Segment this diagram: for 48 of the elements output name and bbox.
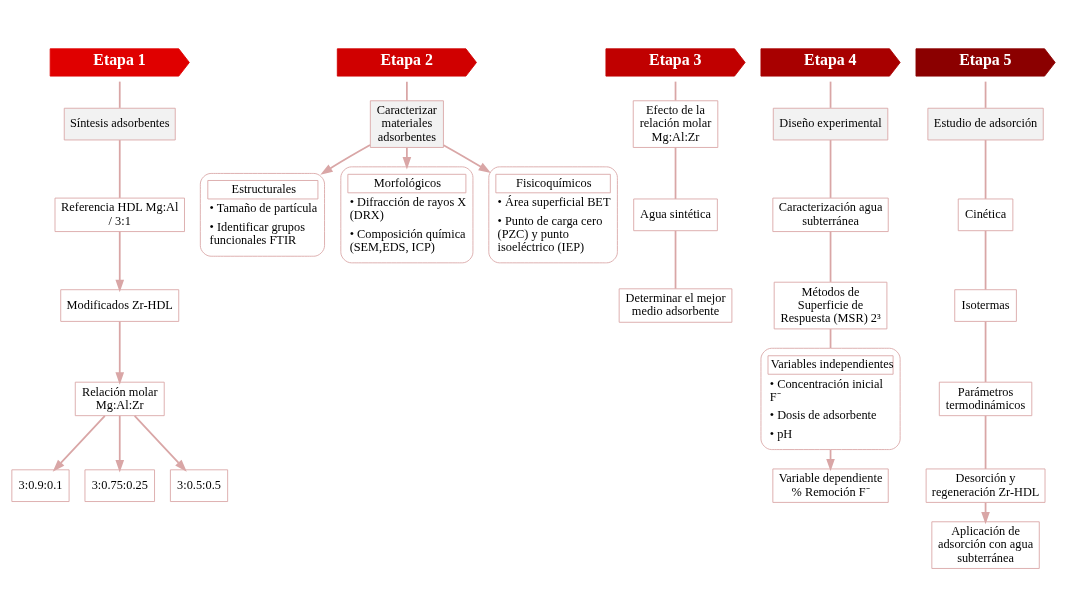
arrow bbox=[115, 414, 125, 472]
node-box: Modificados Zr-HDL bbox=[60, 288, 180, 322]
connector bbox=[118, 80, 121, 109]
connector bbox=[984, 229, 987, 290]
node-box: Parámetros termodinámicos bbox=[938, 381, 1033, 416]
connector bbox=[984, 414, 987, 470]
connector bbox=[829, 230, 832, 283]
connector bbox=[984, 138, 987, 200]
arrow bbox=[320, 143, 371, 175]
node-box: Referencia HDL Mg:Al / 3:1 bbox=[54, 197, 185, 232]
node-box: Caracterización agua subterránea bbox=[772, 197, 889, 232]
node-box: Desorción y regeneración Zr-HDL bbox=[925, 468, 1046, 503]
arrow bbox=[402, 146, 412, 169]
connector bbox=[984, 80, 987, 109]
node-box: Aplicación de adsorción con agua subterránea bbox=[931, 520, 1040, 569]
node-box: Estudio de adsorción bbox=[927, 107, 1044, 140]
node-box: Relación molar Mg:Al:Zr bbox=[74, 381, 165, 416]
arrow bbox=[52, 414, 106, 472]
node-box: 3:0.5:0.5 bbox=[169, 468, 229, 502]
node-box: Determinar el mejor medio adsorbente bbox=[618, 287, 733, 323]
arrow bbox=[133, 414, 187, 472]
connector bbox=[829, 327, 832, 349]
arrow bbox=[442, 143, 491, 173]
connector bbox=[984, 320, 987, 383]
connector bbox=[674, 229, 677, 289]
node-box: Agua sintética bbox=[633, 198, 718, 231]
connector bbox=[674, 146, 677, 200]
node-box: Variables independientes • Concentración inicial F⁻ • Dosis de adsorbente • pH bbox=[760, 347, 901, 450]
node-box: Estructurales • Tamaño de partícula • Identificar grupos funcionales FTIR bbox=[199, 172, 325, 257]
node-box: Variable dependiente % Remoción F⁻ bbox=[772, 468, 889, 503]
node-box: Métodos de Superficie de Respuesta (MSR) 2³ bbox=[773, 281, 888, 329]
node-box: Cinética bbox=[957, 198, 1014, 231]
connector bbox=[406, 80, 408, 101]
connector bbox=[118, 138, 121, 199]
arrow bbox=[115, 230, 125, 292]
node-box: Morfológicos • Difracción de rayos X (DRX) • Composición química (SEM,EDS, ICP) bbox=[340, 165, 474, 263]
connector bbox=[674, 80, 677, 101]
connector bbox=[829, 80, 832, 109]
arrow bbox=[115, 320, 125, 385]
node-box: Diseño experimental bbox=[772, 107, 889, 140]
node-box: Caracterizar materiales adsorbentes bbox=[369, 99, 444, 148]
node-box: 3:0.9:0.1 bbox=[11, 468, 70, 502]
node-box: Fisicoquímicos • Área superficial BET • Punto de carga cero (PZC) y punto isoeléctrico (IEP) bbox=[488, 165, 618, 263]
node-box: Síntesis adsorbentes bbox=[63, 107, 176, 140]
node-box: 3:0.75:0.25 bbox=[84, 468, 155, 502]
node-box: Isotermas bbox=[954, 288, 1017, 322]
connector bbox=[829, 138, 832, 199]
node-box: Efecto de la relación molar Mg:Al:Zr bbox=[632, 99, 719, 148]
